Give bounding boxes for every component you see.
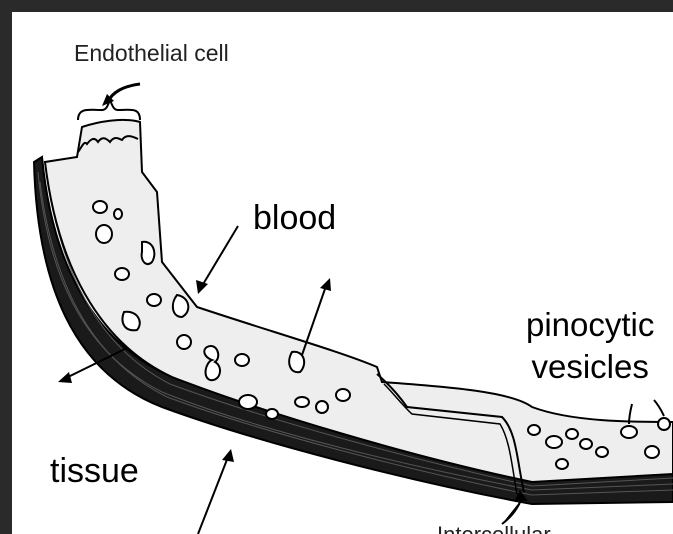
blood-arrow-head [196, 280, 208, 294]
endothelial-cell [45, 120, 673, 482]
diagram-canvas: Endothelial cell blood pinocytic vesicle… [12, 12, 673, 534]
intercellular-label: Intercellular [437, 522, 551, 534]
transport-left-arrow-head [58, 372, 72, 383]
pinocytic-vesicles-label: pinocytic vesicles [520, 302, 660, 390]
endothelial-arrow [108, 84, 140, 102]
pinocytic-label-line2: vesicles [526, 346, 654, 388]
transport-up-arrow-head [320, 278, 331, 291]
blood-label: blood [247, 197, 342, 240]
tissue-label: tissue [44, 448, 145, 495]
membrane-arrow-line [198, 457, 228, 534]
endothelial-cell-label: Endothelial cell [74, 40, 229, 67]
pinocytic-label-line1: pinocytic [526, 304, 654, 346]
blood-arrow-line [202, 226, 238, 286]
membrane-arrow-head [222, 449, 234, 462]
